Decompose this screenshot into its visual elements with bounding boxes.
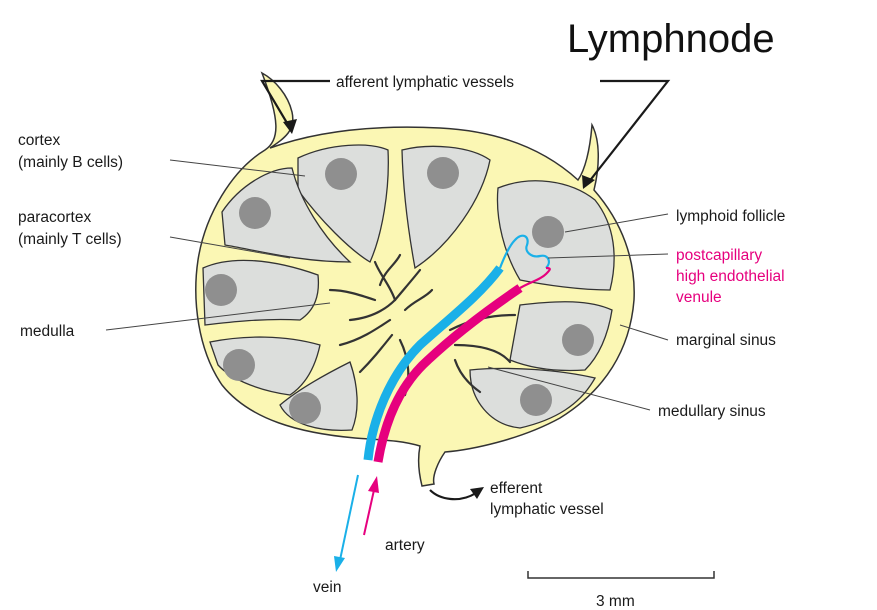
artery-label: artery	[385, 537, 425, 554]
follicle-3	[239, 197, 271, 229]
follicle-7	[532, 216, 564, 248]
vein-label: vein	[313, 579, 341, 596]
artery-arrow	[364, 476, 379, 535]
afferent-label: afferent lymphatic vessels	[336, 74, 514, 91]
efferent-arrow	[430, 490, 476, 499]
efferent-arrowhead	[470, 487, 484, 499]
venule-label: venule	[676, 289, 722, 306]
paracortex-label: paracortex	[18, 209, 91, 226]
high-endothelial-label: high endothelial	[676, 268, 785, 285]
medullary-sinus-label: medullary sinus	[658, 403, 766, 420]
efferent-label: efferent	[490, 480, 543, 497]
scale-label: 3 mm	[596, 593, 635, 610]
follicle-8	[562, 324, 594, 356]
follicle-9	[520, 384, 552, 416]
medulla-label: medulla	[20, 323, 75, 340]
postcapillary-label: postcapillary	[676, 247, 762, 264]
lymphoid-follicle-label: lymphoid follicle	[676, 208, 785, 225]
cortex-sublabel: (mainly B cells)	[18, 154, 123, 171]
marginal-sinus-label: marginal sinus	[676, 332, 776, 349]
follicle-5	[223, 349, 255, 381]
diagram-title: Lymphnode	[567, 17, 775, 61]
paracortex-sublabel: (mainly T cells)	[18, 231, 122, 248]
follicle-6	[289, 392, 321, 424]
follicle-1	[325, 158, 357, 190]
follicle-2	[427, 157, 459, 189]
efferent-sublabel: lymphatic vessel	[490, 501, 604, 518]
scale-bar	[528, 571, 714, 578]
vein-arrow	[334, 475, 358, 572]
cortex-label: cortex	[18, 132, 60, 149]
follicle-4	[205, 274, 237, 306]
